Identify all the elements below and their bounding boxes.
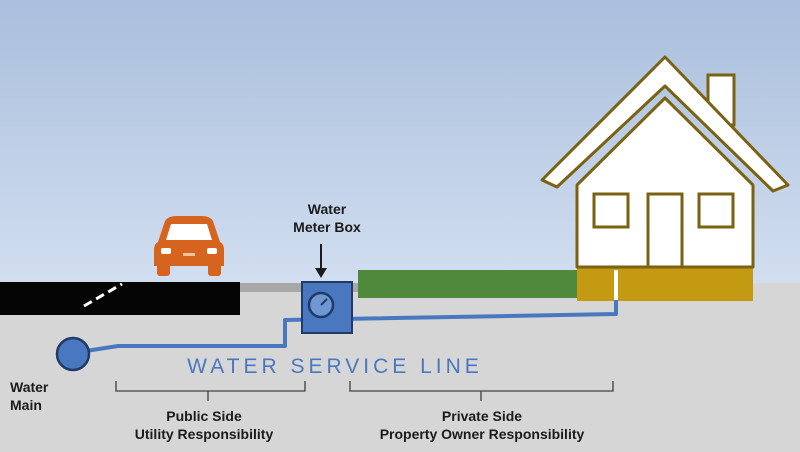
house	[540, 55, 790, 269]
grass-lawn	[358, 270, 580, 298]
sidewalk	[240, 283, 358, 292]
private-side-bracket	[349, 381, 614, 401]
water-main-icon	[55, 336, 91, 372]
car-icon	[154, 216, 224, 276]
house-foundation	[577, 267, 753, 301]
public-side-label: Public Side Utility Responsibility	[134, 408, 274, 442]
water-meter-box-icon	[301, 281, 353, 334]
public-side-bracket	[115, 381, 306, 401]
water-service-line-title: WATER SERVICE LINE	[187, 355, 483, 378]
house-roof	[540, 55, 790, 193]
private-side-label: Private Side Property Owner Responsibili…	[379, 408, 585, 442]
house-window-right	[697, 192, 735, 229]
road-lane-marking	[83, 282, 123, 308]
road	[0, 282, 240, 315]
water-main-label: Water Main	[10, 379, 49, 413]
house-window-left	[592, 192, 630, 229]
water-meter-box-label: Water Meter Box	[293, 201, 361, 235]
water-service-pipe	[85, 270, 618, 353]
meter-arrow-icon	[315, 244, 327, 278]
house-door	[646, 192, 684, 269]
